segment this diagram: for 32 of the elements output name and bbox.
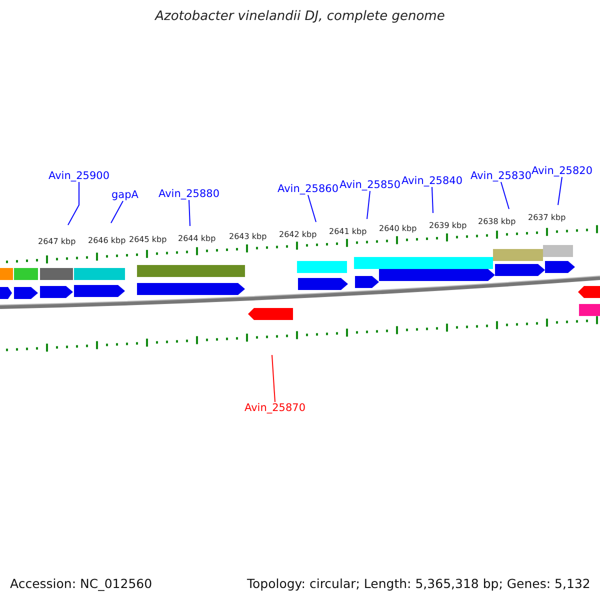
scale-label: 2640 kbp xyxy=(379,224,417,234)
gene-label: Avin_25820 xyxy=(532,165,593,177)
gene-label: Avin_25900 xyxy=(48,170,110,182)
leader-line xyxy=(366,190,370,220)
scale-label: 2644 kbp xyxy=(178,234,216,244)
leader-line xyxy=(188,200,190,226)
scale-label: 2637 kbp xyxy=(528,213,566,223)
gene-label: Avin_25850 xyxy=(340,179,401,191)
scale-label: 2639 kbp xyxy=(429,221,467,231)
genome-info-text: Topology: circular; Length: 5,365,318 bp; Genes: 5,132 xyxy=(247,576,590,591)
gene-label: Avin_25860 xyxy=(278,183,339,195)
leader-line xyxy=(272,354,276,402)
scale-label: 2641 kbp xyxy=(329,227,367,237)
leader-line xyxy=(500,182,510,210)
leader-line xyxy=(110,200,124,224)
scale-label: 2643 kbp xyxy=(229,232,267,242)
gene-label: Avin_25870 xyxy=(244,402,306,414)
gene-label: Avin_25840 xyxy=(402,175,463,187)
scale-label: 2645 kbp xyxy=(129,235,167,245)
gene-label: Avin_25880 xyxy=(158,188,220,200)
accession-text: Accession: NC_012560 xyxy=(10,576,152,591)
scale-label: 2642 kbp xyxy=(279,230,317,240)
gene-label: Avin_25830 xyxy=(470,170,532,182)
leader-line xyxy=(308,194,316,222)
scale-label: 2638 kbp xyxy=(478,217,516,227)
scale-label: 2647 kbp xyxy=(38,237,76,247)
leader-line xyxy=(68,182,80,226)
leader-line xyxy=(432,186,434,214)
title: Azotobacter vinelandii DJ, complete genome xyxy=(154,9,446,24)
leader-line xyxy=(558,176,562,206)
gene-label: gapA xyxy=(112,189,138,201)
scale-label: 2646 kbp xyxy=(88,236,126,246)
